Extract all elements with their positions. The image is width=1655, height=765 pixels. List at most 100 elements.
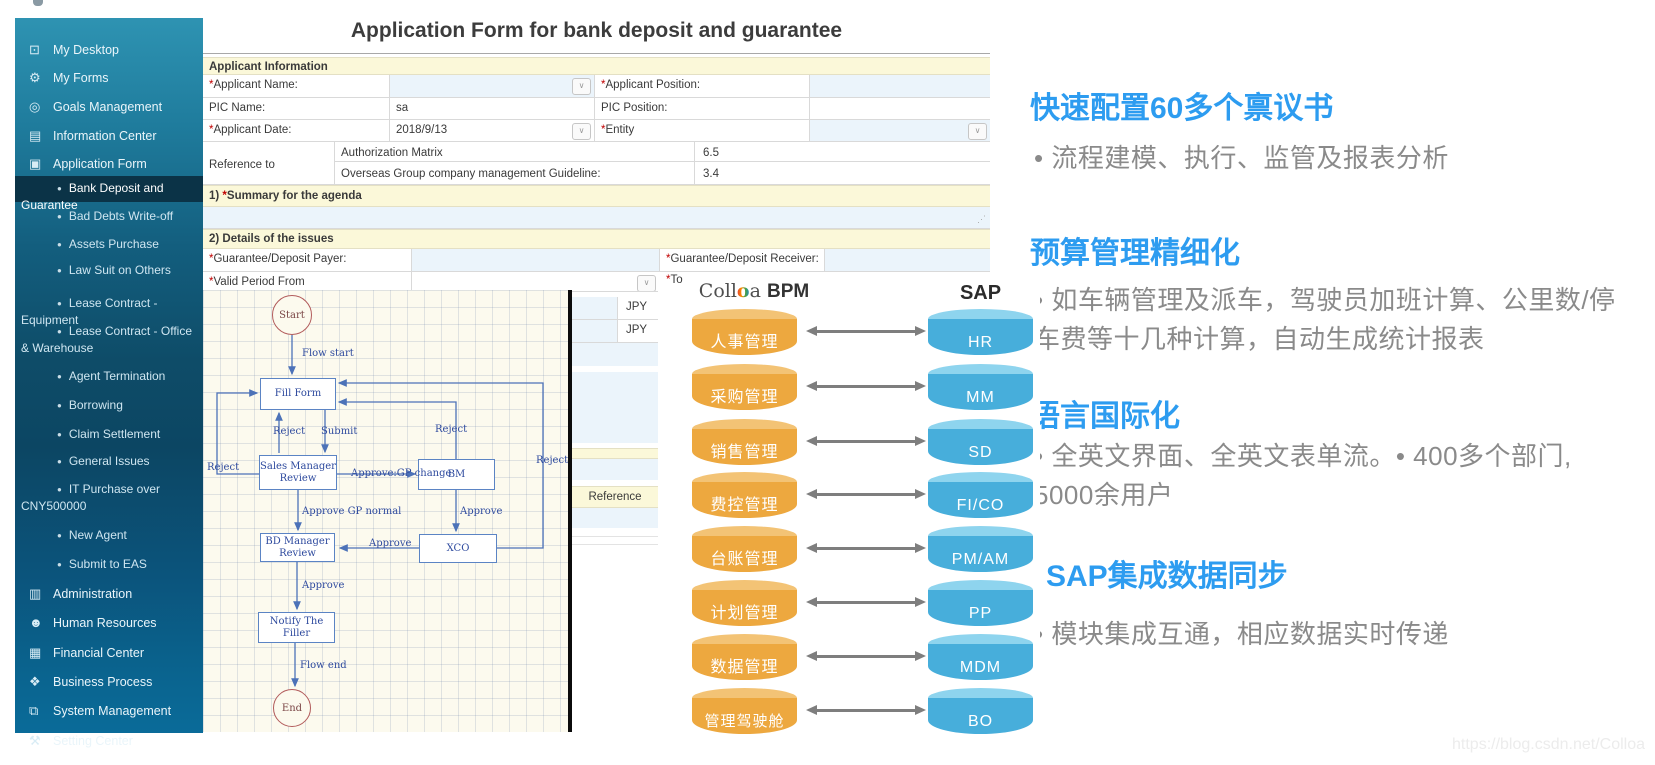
section-applicant-information: Applicant Information [203,57,990,75]
dropdown-icon[interactable]: ∨ [572,78,591,95]
sidebar-item-assets-purchase[interactable]: ●Assets Purchase [57,237,159,251]
row-guarantee-payer: *Guarantee/Deposit Payer: *Guarantee/Dep… [203,249,990,272]
row-applicant-name: *Applicant Name: ∨ *Applicant Position: [203,75,990,98]
valid-from-input[interactable]: ∨ [412,272,660,291]
benefit-heading: SAP集成数据同步 [1046,560,1288,593]
benefit-heading: 语言国际化 [1030,400,1180,433]
payer-label: *Guarantee/Deposit Payer: [203,249,412,271]
sidebar-item-application-form[interactable]: ▣Application Form [29,156,147,171]
entity-input[interactable]: ∨ [810,120,990,141]
edge-label-reject: Reject [435,424,468,435]
workflow-diagram: Start Fill Form Sales Manager Review BM … [203,290,568,732]
sidebar-item-goals-management[interactable]: ◎Goals Management [29,99,163,114]
applicant-position-input[interactable] [810,75,990,97]
sidebar-item-business-process[interactable]: ❖Business Process [29,674,153,689]
applicant-date-input[interactable]: 2018/9/13∨ [390,120,595,141]
edge-label-approve: Approve [460,506,503,517]
payer-input[interactable] [412,249,660,271]
sidebar-item-new-agent[interactable]: ●New Agent [57,528,127,542]
sap-header: SAP [959,282,1002,304]
edge-label-reject: Reject [207,462,240,473]
selected-item-highlight [15,176,203,202]
bullet-icon: ● [57,430,62,439]
bullet-icon: ● [57,240,62,249]
colloa-sap-diagram: Colloa BPM SAP 人事管理 HR 采购管理 MM 销售管理 SD 费… [658,272,1040,765]
card-icon: ▥ [29,586,42,601]
sidebar-item-bank-deposit-and-guarantee[interactable]: ●Bank Deposit and Guarantee [21,181,164,212]
dropdown-icon[interactable]: ∨ [637,275,656,291]
sidebar-item-system-management[interactable]: ⧉System Management [29,703,172,718]
sidebar-item-law-suit-on-others[interactable]: ●Law Suit on Others [57,263,171,277]
sap-module-cylinder: MDM [928,634,1033,680]
resize-handle-icon[interactable]: ⋰ [977,214,986,224]
reference-strip-label: Reference [572,486,658,508]
diagram-row: 采购管理 MM [658,364,1040,412]
sap-module-cylinder: BO [928,688,1033,734]
currency-row: JPY [572,320,658,343]
applicant-name-input[interactable]: ∨ [390,75,595,97]
sap-module-cylinder: PM/AM [928,526,1033,572]
application-form: Application Form for bank deposit and gu… [203,17,990,293]
receiver-input[interactable] [825,249,990,271]
bidirectional-arrow-icon [806,326,926,336]
sidebar-item-my-forms[interactable]: ⚙My Forms [29,70,109,85]
dropdown-icon[interactable]: ∨ [572,123,591,140]
sidebar-item-human-resources[interactable]: ☻Human Resources [29,615,157,630]
sidebar-item-general-issues[interactable]: ●General Issues [57,454,150,468]
valid-from-label: *Valid Period From [203,272,412,291]
currency-value: JPY [626,301,648,313]
sidebar-item-financial-center[interactable]: ▦Financial Center [29,645,145,660]
node-notify-the-filler: Notify The Filler [258,612,335,643]
node-end: End [273,689,311,727]
colloa-module-cylinder: 人事管理 [692,309,797,355]
bidirectional-arrow-icon [806,597,926,607]
section-details: 2) Details of the issues [203,229,990,249]
pic-name-input[interactable]: sa [390,98,595,119]
sidebar-item-my-desktop[interactable]: ⊡My Desktop [29,42,119,57]
node-bd-manager-review: BD Manager Review [260,533,335,562]
reference-docs: Authorization Matrix Overseas Group comp… [335,142,695,184]
benefit-heading: 快速配置60多个禀议书 [1030,92,1334,125]
pic-position-input[interactable] [810,98,990,119]
diagram-row: 数据管理 MDM [658,634,1040,682]
bidirectional-arrow-icon [806,381,926,391]
sidebar-item-bad-debts-write-off[interactable]: ●Bad Debts Write-off [57,209,174,223]
bullet-icon: ● [57,485,62,494]
panel-divider [568,290,572,732]
title-divider [203,53,990,54]
node-fill-form: Fill Form [260,378,336,410]
node-start: Start [272,295,312,335]
edge-label-approve-gp-normal: Approve GP normal [302,506,402,517]
currency-value: JPY [626,324,648,336]
applicant-name-label: *Applicant Name: [203,75,390,97]
row-valid-period: *Valid Period From ∨ [203,272,990,292]
dropdown-icon[interactable]: ∨ [968,123,987,140]
target-icon: ◎ [29,99,41,114]
sidebar-item-information-center[interactable]: ▤Information Center [29,128,157,143]
diagram-row: 台账管理 PM/AM [658,526,1040,574]
bullet-icon: ● [57,560,62,569]
bullet-icon: ● [57,266,62,275]
bidirectional-arrow-icon [806,543,926,553]
sidebar-item-claim-settlement[interactable]: ●Claim Settlement [57,427,161,441]
sap-module-cylinder: PP [928,580,1033,626]
gear-icon: ⚙ [29,70,41,85]
reference-value-2: 3.4 [703,168,719,181]
colloa-module-cylinder: 计划管理 [692,580,797,626]
summary-textarea[interactable]: ⋰ [203,207,990,229]
people-icon: ☻ [29,615,43,630]
sidebar-item-borrowing[interactable]: ●Borrowing [57,398,123,412]
sidebar-item-submit-to-eas[interactable]: ●Submit to EAS [57,557,147,571]
sidebar-item-lease-contract-equipment[interactable]: ●Lease Contract - Equipment [21,296,158,327]
bullet-icon: ● [57,531,62,540]
sidebar-item-agent-termination[interactable]: ●Agent Termination [57,369,166,383]
windows-icon: ⧉ [29,703,39,718]
bidirectional-arrow-icon [806,651,926,661]
section-summary: 1) *Summary for the agenda [203,185,990,207]
process-icon: ❖ [29,674,41,689]
sidebar-item-it-purchase-over-cny500000[interactable]: ●IT Purchase over CNY500000 [21,482,160,513]
sidebar-item-lease-contract-office-warehouse[interactable]: ●Lease Contract - Office & Warehouse [21,324,193,355]
sidebar-item-setting-center[interactable]: ⚒Setting Center [29,733,133,748]
sidebar-item-administration[interactable]: ▥Administration [29,586,133,601]
